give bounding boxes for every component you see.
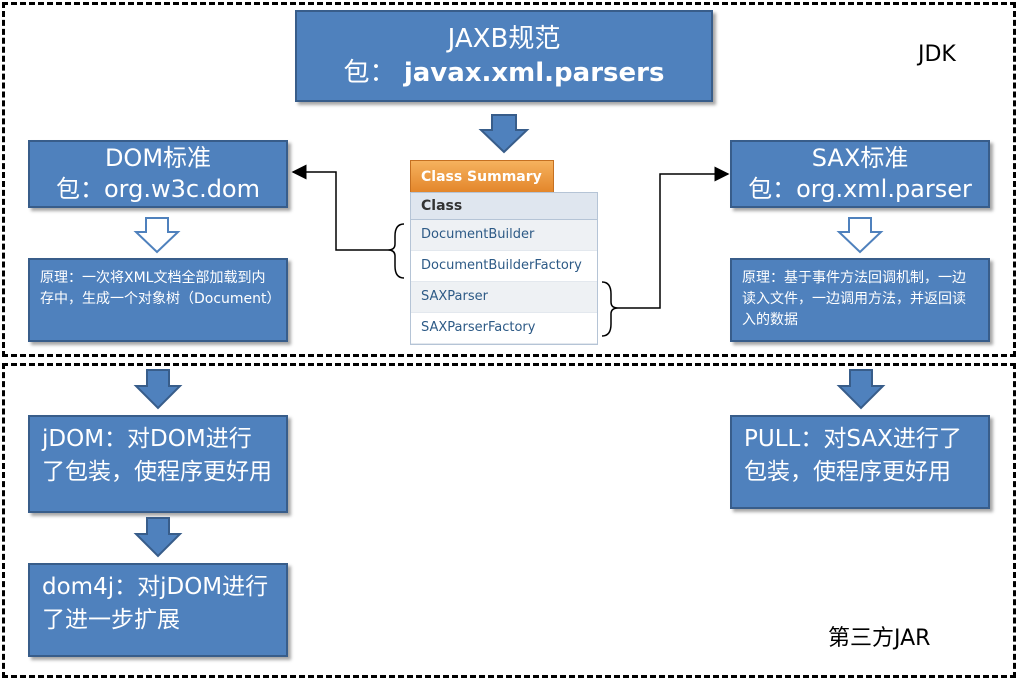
- dom4j-box: dom4j：对jDOM进行了进一步扩展: [28, 563, 288, 657]
- jaxb-package-name: javax.xml.parsers: [403, 58, 665, 88]
- class-summary-tab: Class Summary: [410, 160, 554, 192]
- jaxb-box: JAXB规范 包： javax.xml.parsers: [295, 10, 713, 102]
- jdom-to-dom4j-arrow: [133, 517, 183, 558]
- sax-to-pull-arrow: [836, 369, 886, 410]
- dom-title: DOM标准: [104, 144, 212, 172]
- third-party-region: [2, 363, 1016, 678]
- class-row-document-builder: DocumentBuilder: [411, 220, 597, 251]
- dom-brace: [387, 223, 405, 279]
- jaxb-package-prefix: 包：: [343, 58, 396, 88]
- sax-package: 包：org.xml.parser: [748, 175, 972, 203]
- dom-to-jdom-arrow: [133, 369, 183, 410]
- class-column-header: Class: [411, 193, 597, 220]
- third-party-label: 第三方JAR: [828, 626, 931, 651]
- sax-principle-box: 原理：基于事件方法回调机制，一边读入文件，一边调用方法，并返回读入的数据: [730, 258, 990, 342]
- sax-brace: [601, 281, 619, 337]
- jaxb-package: 包： javax.xml.parsers: [344, 56, 665, 90]
- sax-box: SAX标准 包：org.xml.parser: [730, 140, 990, 208]
- sax-title: SAX标准: [811, 144, 909, 172]
- dom-package: 包：org.w3c.dom: [55, 175, 260, 203]
- sax-hollow-arrow: [836, 217, 884, 254]
- sax-connector-line: [618, 166, 730, 309]
- dom-hollow-arrow: [133, 217, 181, 254]
- class-summary-body: Class DocumentBuilder DocumentBuilderFac…: [410, 192, 598, 345]
- class-row-sax-parser: SAXParser: [411, 282, 597, 313]
- jdk-label: JDK: [918, 42, 956, 67]
- class-row-sax-parser-factory: SAXParserFactory: [411, 313, 597, 344]
- class-summary-table: Class Summary Class DocumentBuilder Docu…: [410, 160, 598, 345]
- dom-box: DOM标准 包：org.w3c.dom: [28, 140, 288, 208]
- jaxb-down-arrow: [478, 114, 530, 154]
- jdk-region: [2, 2, 1016, 357]
- jaxb-title: JAXB规范: [447, 24, 561, 54]
- dom-connector-line: [291, 164, 388, 251]
- jdom-box: jDOM：对DOM进行了包装，使程序更好用: [28, 415, 288, 513]
- class-row-document-builder-factory: DocumentBuilderFactory: [411, 251, 597, 282]
- pull-box: PULL：对SAX进行了包装，使程序更好用: [730, 415, 990, 509]
- dom-principle-box: 原理：一次将XML文档全部加载到内存中，生成一个对象树（Document）: [28, 258, 288, 342]
